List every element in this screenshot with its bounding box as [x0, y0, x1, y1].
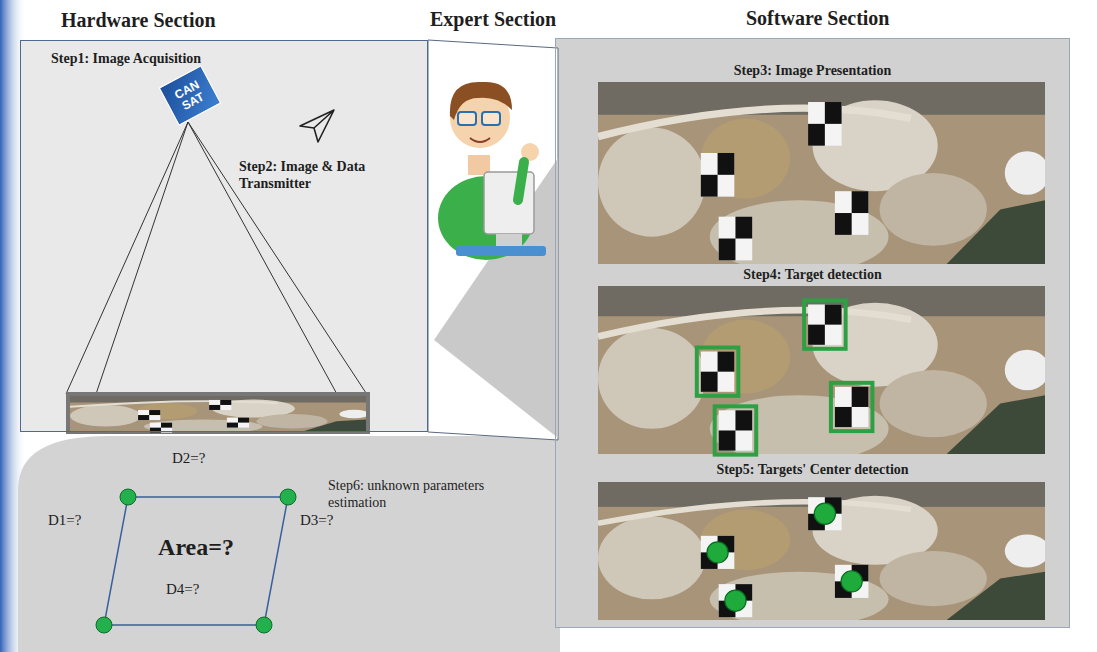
checker-target [701, 536, 735, 569]
checker-target [227, 418, 249, 428]
checker-target [209, 400, 231, 410]
checker-target [808, 304, 842, 344]
checker-target [138, 410, 160, 420]
detection-box [804, 300, 846, 348]
quarry-image [598, 82, 1049, 273]
terrain [598, 286, 1045, 454]
checker-target [835, 191, 869, 235]
corner-dot [280, 489, 296, 505]
checker-target [835, 565, 869, 598]
corner-dot [96, 617, 112, 633]
grey-ground [18, 436, 560, 652]
dimension-label: D3=? [300, 511, 333, 529]
terrain [598, 82, 1045, 264]
corner-dot [256, 617, 272, 633]
step-label: Step5: Targets' Center detection [556, 462, 1069, 479]
checker-target [719, 410, 753, 450]
dimension-label: D1=? [48, 511, 81, 529]
quad-shape [104, 497, 288, 625]
checker-target [719, 217, 753, 261]
checker-target [701, 153, 735, 197]
center-dot [841, 571, 862, 592]
detection-box [715, 406, 757, 454]
center-dot [707, 542, 728, 563]
checker-target [808, 102, 842, 146]
software-fill [555, 38, 1070, 628]
checker-target [835, 387, 869, 427]
quarry-image [70, 396, 369, 434]
terrain [70, 396, 366, 432]
center-dot [725, 590, 746, 611]
cansat-logo: CAN SAT [159, 65, 222, 126]
section-heading: Hardware Section [61, 8, 216, 32]
expert-panel: Expert Section [428, 40, 558, 440]
quarry-image [598, 286, 1049, 462]
software-panel: Software SectionStep3: Image Presentatio… [555, 38, 1070, 628]
step-label: Step2: Image & Data Transmitter [239, 159, 407, 193]
section-heading: Expert Section [430, 7, 556, 31]
send-icon [300, 110, 334, 142]
detection-box [831, 383, 873, 431]
dimension-label: D2=? [172, 449, 205, 467]
corner-dot [120, 489, 136, 505]
area-quadrilateral: Area=? [104, 497, 288, 625]
step-label: Step3: Image Presentation [556, 63, 1069, 80]
checker-target [719, 584, 753, 617]
detection-box [697, 348, 739, 396]
checker-target [701, 352, 735, 392]
center-dot [814, 503, 835, 524]
expert-shape [428, 40, 558, 440]
terrain [598, 482, 1045, 620]
section-heading: Software Section [746, 6, 890, 30]
quarry-image [598, 482, 1049, 627]
step-label: Step6: unknown parameters estimation [328, 478, 506, 512]
step-label: Step4: Target detection [556, 267, 1069, 284]
thumbnail-frame [66, 392, 370, 434]
expert-figure [438, 82, 546, 260]
dimension-label: D4=? [166, 580, 199, 598]
hardware-fill [20, 40, 428, 432]
step-label: Step1: Image Acquisition [51, 51, 201, 68]
area-label: Area=? [104, 533, 288, 562]
hardware-panel: Hardware SectionStep1: Image Acquisition… [20, 40, 428, 432]
checker-target [808, 497, 842, 530]
